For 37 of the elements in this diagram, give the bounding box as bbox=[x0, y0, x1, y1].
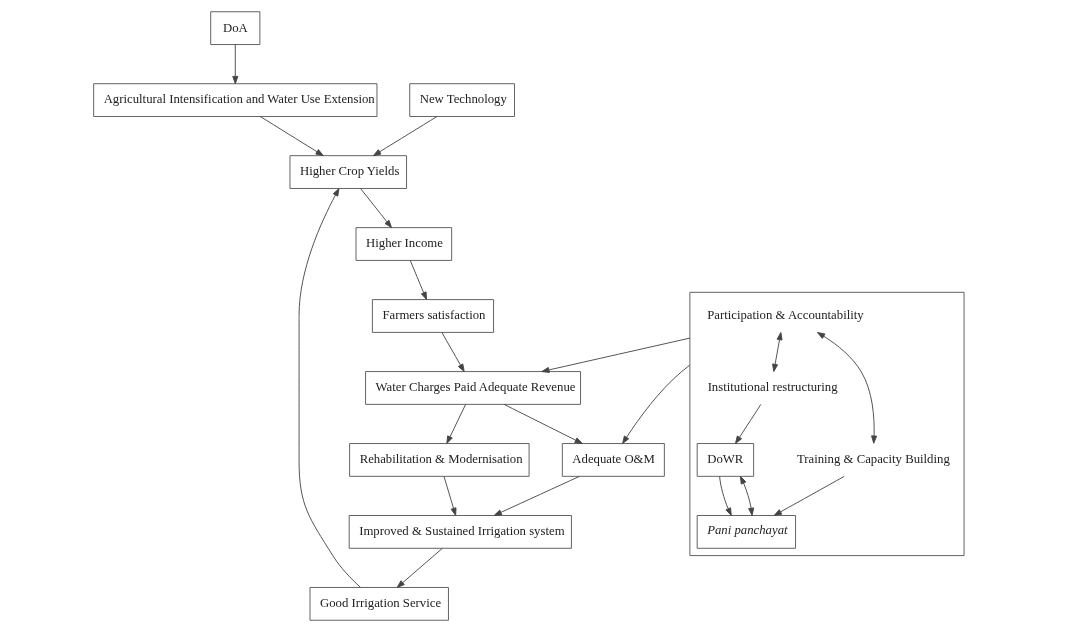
node-box: Higher Crop Yields bbox=[289, 155, 407, 189]
node-box: Farmers satisfaction bbox=[371, 299, 494, 333]
arrow bbox=[441, 332, 465, 372]
node-box: Good Irrigation Service bbox=[309, 587, 449, 621]
cluster bbox=[689, 291, 965, 557]
arrow bbox=[541, 337, 691, 373]
arrow bbox=[740, 475, 755, 516]
node-box: Agricultural Intensification and Water Use Extension bbox=[93, 83, 378, 117]
node-box: Improved & Sustained Irrigation system bbox=[348, 515, 572, 549]
arrow bbox=[259, 116, 324, 157]
arrow bbox=[409, 260, 427, 301]
node-box: Higher Income bbox=[355, 227, 453, 261]
arrow bbox=[396, 547, 443, 588]
arrow bbox=[772, 332, 783, 372]
node-box: DoA bbox=[210, 11, 261, 45]
node-text: Institutional restructuring bbox=[707, 380, 838, 395]
node-box: Adequate O&M bbox=[561, 443, 665, 477]
node-box: DoWR bbox=[696, 443, 755, 477]
arrow bbox=[719, 475, 732, 516]
arrow bbox=[503, 404, 583, 444]
arrow bbox=[298, 188, 361, 588]
arrow bbox=[773, 475, 845, 516]
node-box: Pani panchayat bbox=[696, 515, 796, 549]
arrow bbox=[622, 364, 691, 444]
node-box: Water Charges Paid Adequate Revenue bbox=[365, 371, 581, 405]
arrow bbox=[232, 44, 239, 85]
arrow bbox=[443, 475, 457, 516]
node-text: Training & Capacity Building bbox=[796, 452, 950, 467]
arrow bbox=[373, 116, 438, 157]
arrow bbox=[446, 404, 467, 444]
arrow bbox=[817, 332, 878, 444]
node-box: Rehabilitation & Modernisation bbox=[349, 443, 530, 477]
node-text: Participation & Accountability bbox=[707, 308, 864, 323]
arrow bbox=[735, 404, 762, 444]
node-box: New Technology bbox=[409, 83, 515, 117]
arrow bbox=[360, 188, 392, 229]
arrow bbox=[493, 475, 580, 516]
